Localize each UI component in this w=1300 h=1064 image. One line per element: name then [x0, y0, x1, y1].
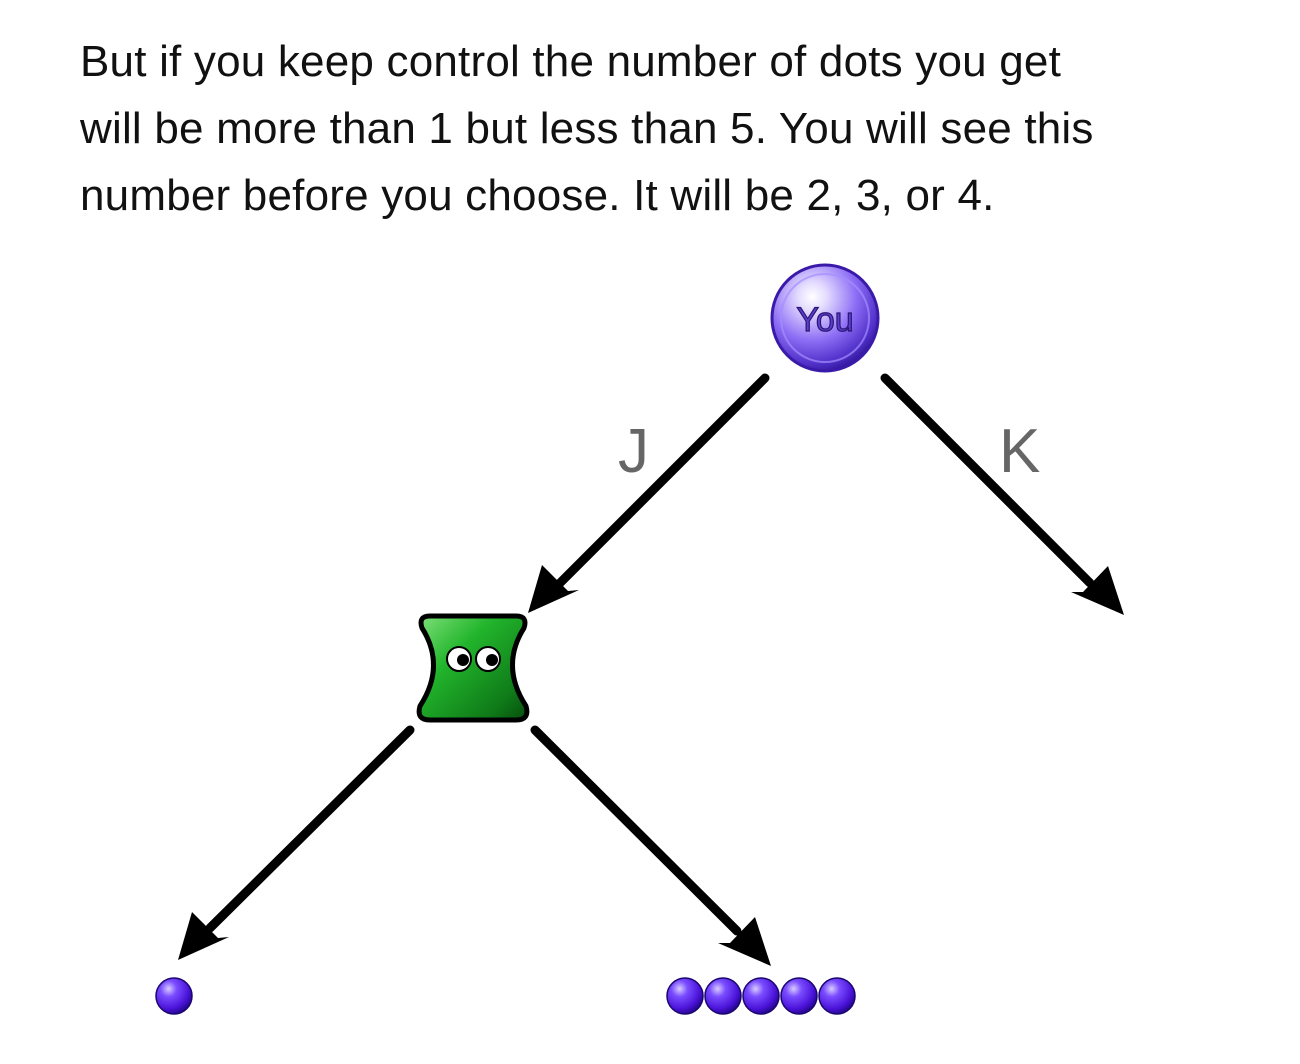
arrow-you-to-j: [528, 373, 770, 613]
creature-eyes: [446, 646, 501, 672]
arrow-opponent-to-left-outcome: [178, 725, 415, 960]
right-outcome-dots: [666, 977, 856, 1015]
instruction-text: But if you keep control the number of do…: [80, 28, 1260, 229]
arrow-you-to-k: [880, 373, 1124, 615]
right-outcome-dot-5: [818, 977, 856, 1015]
right-outcome-dot-2: [704, 977, 742, 1015]
left-outcome-dot-1: [155, 977, 193, 1015]
you-node: You: [770, 263, 880, 373]
right-outcome-dot-4: [780, 977, 818, 1015]
choice-label-j: J: [618, 417, 649, 486]
you-label: You: [796, 301, 853, 339]
instruction-line-3: number before you choose. It will be 2, …: [80, 171, 995, 220]
right-outcome-dot-1: [666, 977, 704, 1015]
right-outcome-dot-3: [742, 977, 780, 1015]
instruction-line-2: will be more than 1 but less than 5. You…: [80, 104, 1094, 153]
instruction-line-1: But if you keep control the number of do…: [80, 37, 1062, 86]
green-hourglass-creature-icon: [416, 613, 530, 723]
choice-label-k: K: [999, 417, 1040, 486]
arrow-opponent-to-right-outcome: [530, 725, 771, 966]
left-outcome-dots: [155, 977, 193, 1015]
